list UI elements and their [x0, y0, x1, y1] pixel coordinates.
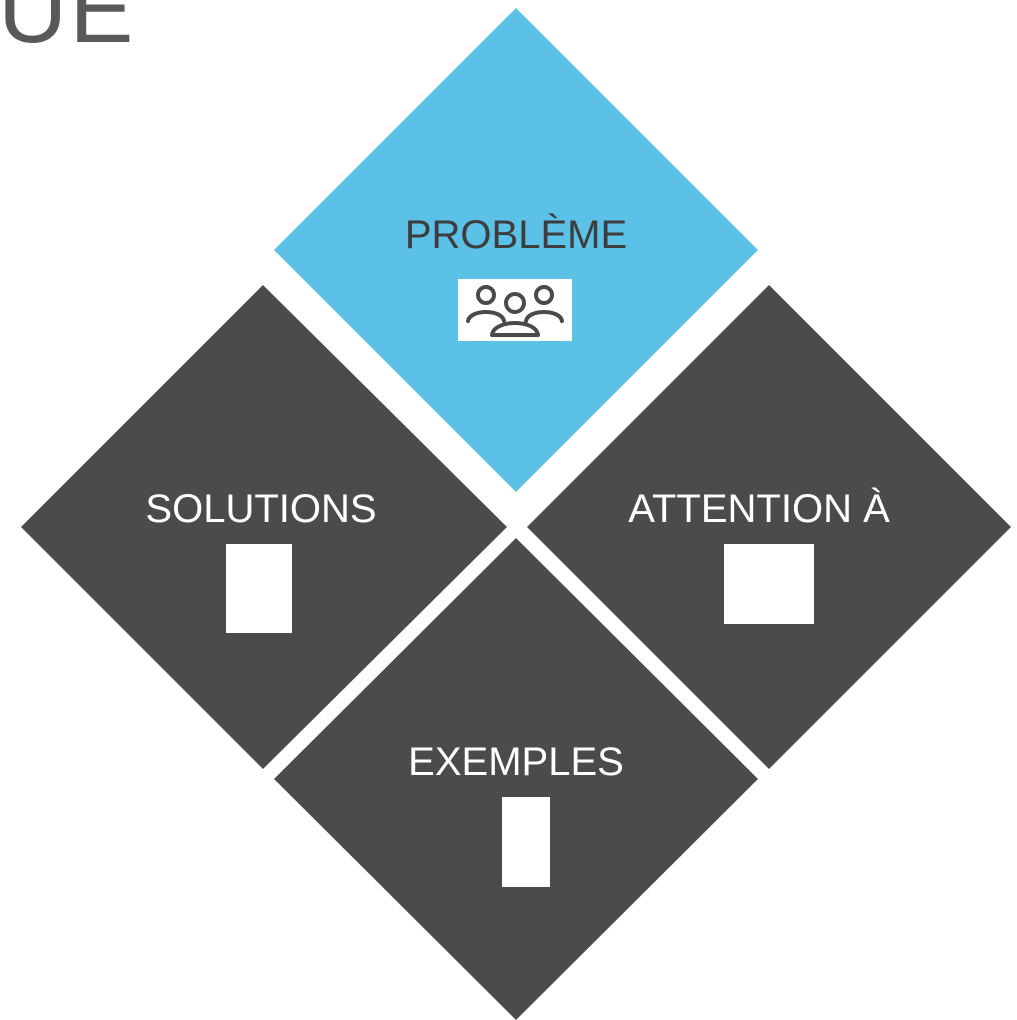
tile-label-attention: ATTENTION À [628, 487, 890, 531]
tile-exemples [274, 538, 758, 1020]
tile-label-exemples: EXEMPLES [408, 740, 624, 784]
attention-image-placeholder [724, 544, 814, 624]
tile-probleme [274, 8, 758, 492]
tile-solutions [21, 285, 507, 769]
exemples-image-placeholder [502, 797, 550, 887]
people-group-icon [458, 279, 572, 341]
solutions-image-placeholder [226, 544, 292, 633]
page-title-fragment: UE [0, 0, 136, 63]
tile-label-probleme: PROBLÈME [404, 213, 628, 257]
tile-label-solutions: SOLUTIONS [145, 487, 377, 531]
tile-attention [527, 285, 1011, 769]
